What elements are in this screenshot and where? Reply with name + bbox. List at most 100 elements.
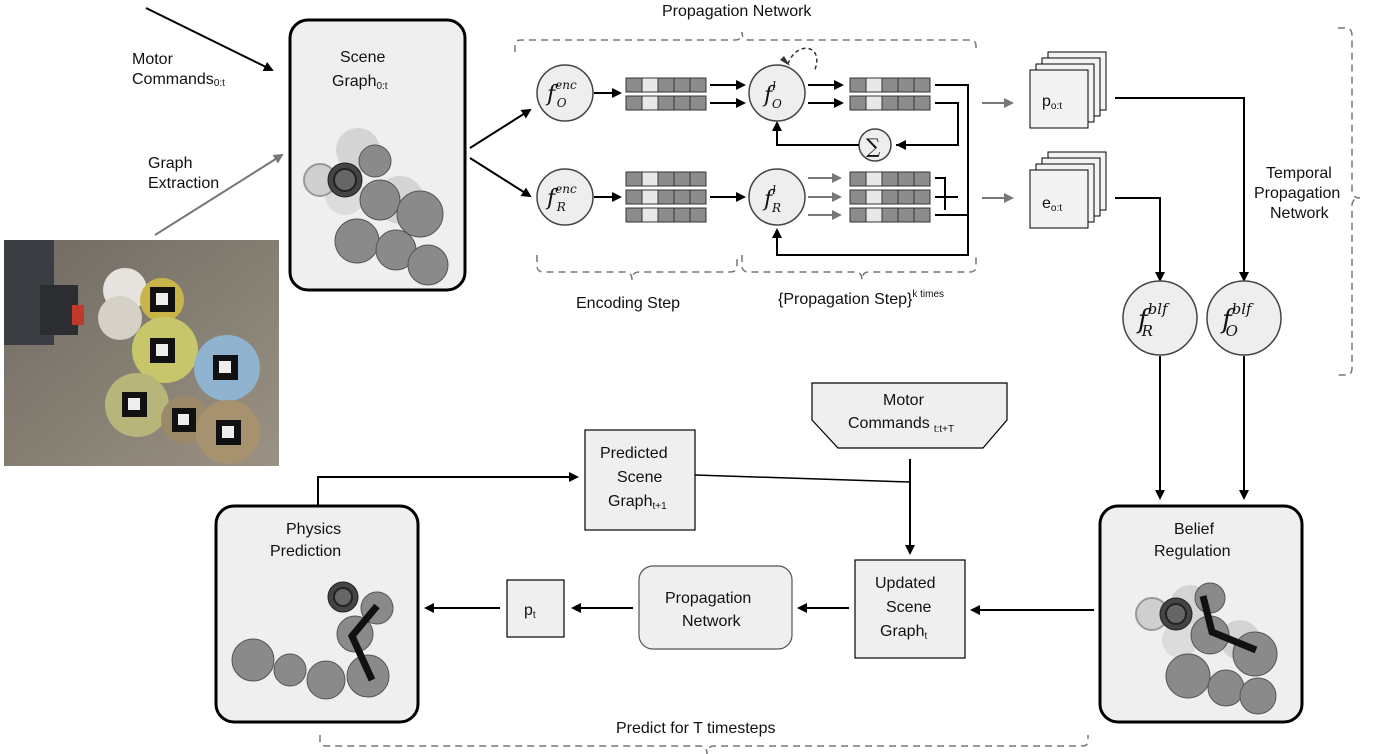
encoding-step-brace: Encoding Step: [536, 255, 738, 312]
svg-text:flO: flO: [762, 79, 782, 111]
vector-cell: [689, 189, 707, 205]
vector-cell: [849, 189, 867, 205]
propagation-network-title: Propagation Network: [662, 3, 812, 20]
vector-cell: [881, 207, 899, 223]
graph-extraction-label: Graph: [148, 155, 192, 172]
frl-feedback-arrowhead: [772, 228, 782, 238]
svg-text:Propagation: Propagation: [1254, 185, 1340, 202]
scene-graph-nodes: [303, 128, 449, 286]
vector-cell: [625, 189, 643, 205]
vector-cell: [689, 95, 707, 111]
vector-cell: [849, 77, 867, 93]
vector-cell: [657, 77, 675, 93]
vector-cell: [641, 207, 659, 223]
vector-cell: [881, 189, 899, 205]
svg-text:pt: pt: [524, 602, 536, 621]
vector-cell: [913, 77, 931, 93]
vector-cell: [865, 189, 883, 205]
vector-cell: [641, 95, 659, 111]
belief-graph-nodes: [1135, 582, 1278, 715]
vector-cell: [673, 95, 691, 111]
vector-cell: [673, 171, 691, 187]
e-output-stack: eo:t: [1029, 151, 1107, 229]
vector-cell: [881, 95, 899, 111]
physics-graph-nodes: [231, 581, 394, 700]
vector-cell: [625, 77, 643, 93]
predicted-to-motor-line: [694, 474, 911, 483]
svg-text:Regulation: Regulation: [1154, 543, 1231, 560]
svg-text:Graph0:t: Graph0:t: [332, 73, 388, 92]
vector-cell: [865, 171, 883, 187]
physics-prediction-title: Physics: [286, 521, 341, 538]
feedback-lines: [776, 84, 969, 256]
belief-regulation-title: Belief: [1174, 521, 1215, 538]
vector-cell: [689, 171, 707, 187]
vector-cell: [865, 95, 883, 111]
svg-text:Network: Network: [682, 613, 742, 630]
svg-text:Prediction: Prediction: [270, 543, 341, 560]
vector-cell: [913, 189, 931, 205]
belief-regulation-box: Belief Regulation: [1098, 504, 1304, 724]
vector-cell: [673, 189, 691, 205]
temporal-network-label: Temporal: [1266, 165, 1332, 182]
vector-cell: [897, 207, 915, 223]
vector-cell: [641, 77, 659, 93]
propagation-network-brace: Propagation Network: [514, 3, 977, 52]
motor-commands-input: Motor Commands0:t: [132, 7, 274, 89]
temporal-network-brace: Temporal Propagation Network: [1254, 27, 1361, 376]
vector-cell: [849, 171, 867, 187]
physics-to-predicted-line: [317, 472, 579, 505]
encoding-step-label: Encoding Step: [576, 295, 680, 312]
scene-to-object-arrow: [469, 108, 532, 149]
vector-cell: [657, 207, 675, 223]
vector-cell: [913, 171, 931, 187]
scene-to-relation-arrow: [469, 157, 532, 198]
vector-cell: [865, 77, 883, 93]
vector-cell: [865, 207, 883, 223]
feature-vectors: [625, 77, 931, 223]
propagation-network-box-label: Propagation: [665, 590, 751, 607]
physics-prediction-box: Physics Prediction: [214, 504, 420, 724]
propagation-network-box: Propagation Network: [638, 565, 793, 650]
vector-cell: [849, 207, 867, 223]
predicted-scene-graph-box: Predicted Scene Grapht+1: [584, 429, 696, 531]
vector-cell: [897, 95, 915, 111]
vector-cell: [625, 207, 643, 223]
vector-cell: [641, 171, 659, 187]
predicted-scene-graph-title: Predicted: [600, 445, 668, 462]
p-to-fo-blf-line: [1115, 97, 1249, 282]
vector-cell: [897, 77, 915, 93]
fol-feedback-arrowhead: [772, 121, 782, 131]
vector-cell: [913, 207, 931, 223]
svg-text:∑: ∑: [866, 134, 881, 158]
vector-cell: [657, 189, 675, 205]
vector-cell: [625, 171, 643, 187]
predict-label: Predict for T timesteps: [616, 720, 775, 737]
predict-brace: Predict for T timesteps: [319, 720, 1089, 754]
scene-graph-box: Scene Graph0:t: [288, 18, 467, 292]
vector-cell: [881, 171, 899, 187]
scene-graph-title: Scene: [340, 49, 385, 66]
vector-cell: [657, 171, 675, 187]
vector-cell: [657, 95, 675, 111]
svg-text:flR: flR: [762, 183, 781, 215]
motor-commands-future-label: Motor: [883, 392, 925, 409]
svg-text:Commands0:t: Commands0:t: [132, 71, 225, 89]
sum-arrowhead: [896, 140, 906, 150]
vector-cell: [897, 171, 915, 187]
vector-cell: [689, 77, 707, 93]
vector-cell: [913, 95, 931, 111]
motor-commands-label: Motor: [132, 51, 174, 68]
robot-scene-photo: [4, 240, 279, 466]
vector-cell: [689, 207, 707, 223]
